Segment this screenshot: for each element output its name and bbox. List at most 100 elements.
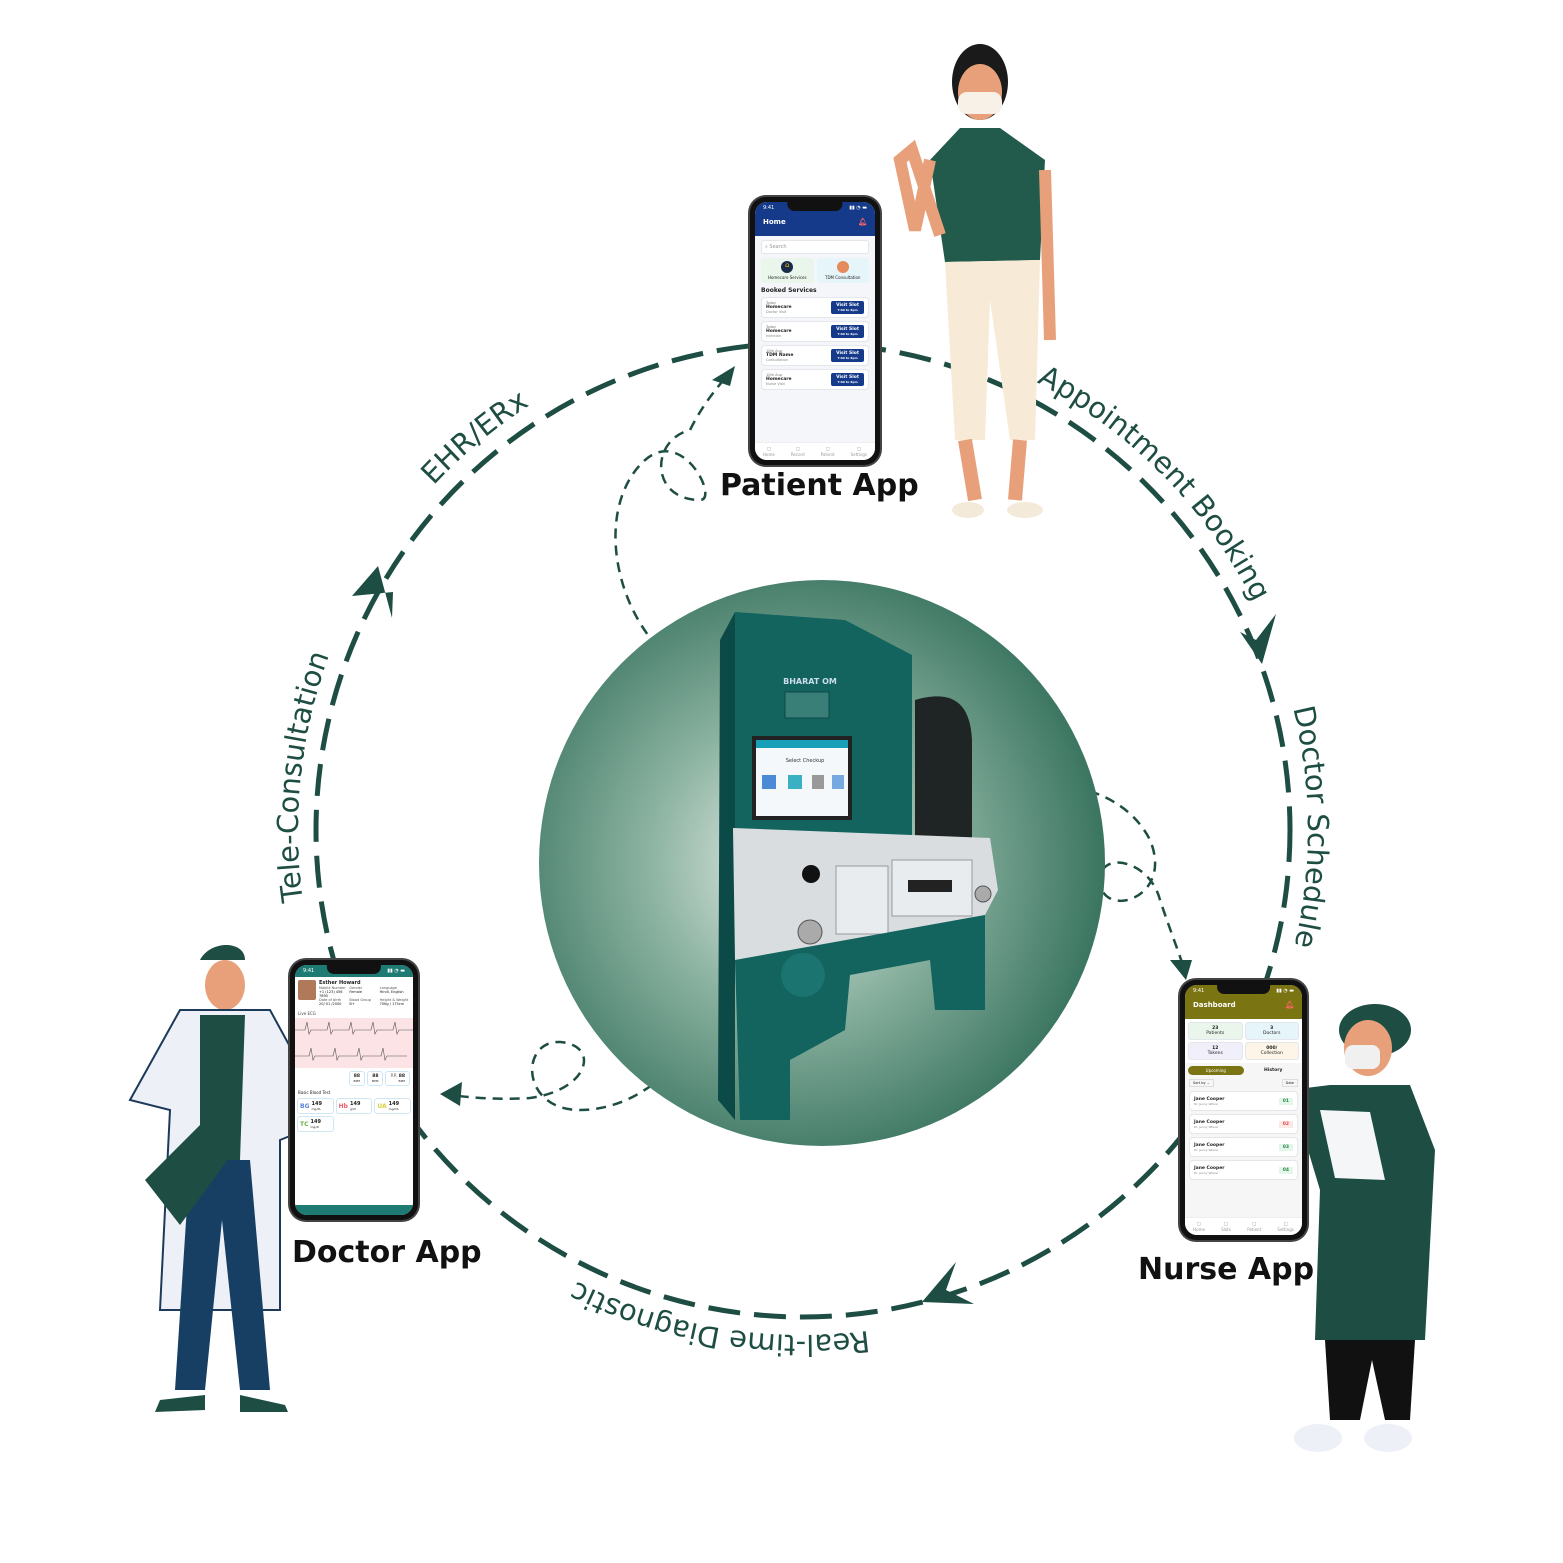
home-icon: ⌂ (781, 261, 794, 273)
nav-icon: ◻ (856, 446, 861, 452)
arrow-head (352, 566, 393, 618)
token-badge: 03 (1278, 1143, 1293, 1151)
booking-type: Nurse Visit (766, 382, 785, 386)
flow-label-doctor-schedule: Doctor Schedule (1286, 702, 1335, 951)
nav-item[interactable]: ◻Patient (1247, 1221, 1262, 1232)
nav-item[interactable]: ◻Patient (820, 446, 835, 457)
tab-upcoming[interactable]: Upcoming (1188, 1066, 1244, 1075)
section-title: Booked Services (761, 287, 817, 294)
booking-type: Doctor Visit (766, 310, 787, 314)
nav-icon: ◻ (795, 446, 800, 452)
nurse-illustration (1290, 1004, 1435, 1452)
flow-path (974, 783, 1187, 973)
nav-item[interactable]: ◻Slots (1221, 1221, 1231, 1232)
booking-name: TDM Name (766, 353, 794, 358)
booking-date: 10th Aug (766, 373, 782, 377)
service-homecare[interactable]: ⌂Homecare Services (761, 258, 814, 283)
nav-icon: ◻ (1224, 1221, 1229, 1227)
booking-type: Consultation (766, 358, 789, 362)
avatar (298, 980, 316, 1000)
arrow-head (922, 1262, 974, 1304)
patient-name: Jane Cooper (1194, 1143, 1225, 1148)
booking-name: Homecare (766, 377, 792, 382)
sort-dropdown[interactable]: Sort by ⌄ (1189, 1079, 1214, 1087)
date-filter[interactable]: Date (1281, 1079, 1298, 1087)
arrow-head (440, 1082, 462, 1106)
token-badge: 04 (1278, 1166, 1293, 1174)
health-kiosk: Select Checkup BHARAT OM (718, 612, 998, 1120)
flow-path (614, 371, 731, 680)
doctor-illustration (128, 945, 388, 1412)
bell-icon[interactable]: 🔔︎ (858, 218, 867, 226)
arrow-head (1170, 960, 1192, 980)
patient-name: Jane Cooper (1194, 1097, 1225, 1102)
arrow-head (1240, 614, 1276, 664)
consultation-icon (836, 261, 849, 273)
stat-tile: 000/Collection (1244, 1042, 1299, 1060)
bell-icon[interactable]: 🔔︎ (1285, 1001, 1294, 1009)
nav-item[interactable]: ◻Settings (850, 446, 867, 457)
search-input[interactable]: ⌕ Search (761, 240, 869, 254)
screen-title: Dashboard (1193, 1001, 1236, 1009)
ecg-label: Live ECG (298, 1011, 316, 1016)
service-tdm[interactable]: TDM Consultation (816, 258, 869, 283)
flow-label-appointment: Appointment Booking (1033, 358, 1278, 605)
tab-history[interactable]: History (1264, 1068, 1283, 1073)
booking-type: Injection (766, 334, 782, 338)
nav-icon: ◻ (766, 446, 771, 452)
nav-item[interactable]: ◻Settings (1277, 1221, 1294, 1232)
nurse-app-label: Nurse App (1138, 1252, 1315, 1287)
blood-test-title: Basic Blood Test (298, 1090, 331, 1095)
booking-name: Homecare (766, 305, 792, 310)
svg-text:BHARAT OM: BHARAT OM (783, 677, 837, 686)
nav-item[interactable]: ◻Home (1193, 1221, 1205, 1232)
arrow-head (712, 366, 735, 386)
booking-name: Homecare (766, 329, 792, 334)
nav-icon: ◻ (1283, 1221, 1288, 1227)
booking-date: Today (766, 301, 777, 305)
nav-icon: ◻ (1252, 1221, 1257, 1227)
patient-name: Esther Howard (319, 980, 361, 986)
nav-item[interactable]: ◻Home (763, 446, 775, 457)
svg-text:Select Checkup: Select Checkup (786, 758, 825, 764)
booking-date: Today (766, 325, 777, 329)
patient-app-phone[interactable]: 9:41 ▮▮ ◔ ▬ Home 🔔︎ ⌕ Search ⌂Homecare Ser… (750, 197, 880, 465)
signal-icon: ▮▮ ◔ ▬ (849, 205, 867, 211)
patient-field: Mobile Number+1 (123) 456 7890 (319, 986, 346, 998)
status-time: 9:41 (763, 205, 775, 211)
nav-icon: ◻ (825, 446, 830, 452)
patient-app-label: Patient App (720, 468, 919, 503)
booking-date: 10th Aug (766, 349, 782, 353)
token-badge: 02 (1278, 1120, 1293, 1128)
nav-item[interactable]: ◻Record (790, 446, 805, 457)
screen-title: Home (763, 218, 786, 226)
